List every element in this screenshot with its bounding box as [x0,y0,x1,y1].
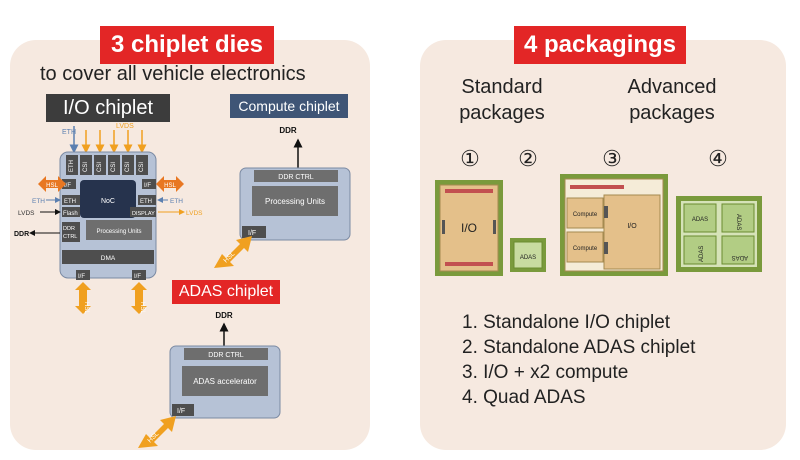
lane-csi-2: CSI [97,162,103,172]
pkg3-compute-top: Compute [573,212,598,218]
if-right-block: I/F [144,183,151,189]
lane-csi-3: CSI [111,162,117,172]
ext-lvds-right: LVDS [186,210,203,217]
pkg3-io: I/O [627,223,637,230]
adas-ddr: DDR [215,311,233,320]
if-bottom-right: I/F [134,274,141,280]
pkg3-compute-bottom: Compute [573,246,598,252]
standard-line-1: Standard [461,76,543,98]
advanced-line-1: Advanced [627,76,717,98]
display-block: DISPLAY [132,211,155,217]
packaging-list-item-3: 3. I/O + x2 compute [462,362,629,383]
pkg-number-1: ① [460,146,480,171]
hsl-left-arrow: HSL [46,183,58,189]
chiplet-dies-subtitle: to cover all vehicle electronics [40,63,306,85]
packagings-banner: 4 packagings [514,26,686,64]
package-2: ADAS [510,238,546,272]
package-1: I/O [435,180,503,276]
standard-packages-label: Standard packages [452,74,552,126]
compute-if: I/F [248,230,256,237]
pkg-number-2: ② [518,146,538,171]
flash-block: Flash [63,211,78,217]
pkg4-adas-bl: ADAS [699,246,705,262]
lane-csi-1: CSI [83,162,89,172]
pkg1-io-label: I/O [461,221,477,235]
ext-lvds-left: LVDS [18,210,35,217]
ext-eth-right: ETH [170,198,183,205]
standard-line-2: packages [459,102,545,124]
adas-ddr-ctrl: DDR CTRL [208,352,243,359]
adas-chiplet-diagram: DDR DDR CTRL ADAS accelerator I/F HSL [138,311,281,448]
eth-right-block: ETH [140,199,152,205]
ddr-ctrl-block: DDR [63,226,75,232]
advanced-packages-label: Advanced packages [612,74,732,126]
package-3: Compute Compute I/O [560,174,668,276]
compute-ddr: DDR [279,126,297,135]
lane-csi-4: CSI [125,162,131,172]
hsl-bottom-left: HSL [83,302,89,314]
eth-top-label: ETH [62,129,76,136]
lane-csi-5: CSI [139,162,145,172]
ext-eth-left: ETH [32,198,45,205]
hsl-right-arrow: HSL [164,183,176,189]
hsl-bottom-right: HSL [139,302,145,314]
chiplet-dies-banner: 3 chiplet dies [100,26,274,64]
io-processing-units: Processing Units [96,229,141,235]
advanced-line-2: packages [629,102,715,124]
lane-eth: ETH [69,160,75,172]
compute-chiplet-diagram: DDR DDR CTRL Processing Units I/F HSL [214,126,351,268]
pkg-number-4: ④ [708,146,728,171]
packaging-list: 1. Standalone I/O chiplet 2. Standalone … [462,310,695,410]
packaging-list-item-2: 2. Standalone ADAS chiplet [462,337,696,358]
io-chiplet-title: I/O chiplet [46,94,170,122]
adas-if: I/F [177,408,185,415]
adas-chiplet-title: ADAS chiplet [172,280,280,304]
pkg2-adas-label: ADAS [520,255,536,261]
package-numbers: ① ② ③ ④ [460,146,728,171]
package-4: ADAS ADAS ADAS ADAS [676,196,762,272]
ext-ddr-left: DDR [14,231,29,238]
io-chiplet-diagram: ETH LVDS ETH CSI CSI CSI CSI CSI NoC I/F… [14,123,203,314]
compute-ddr-ctrl: DDR CTRL [278,174,313,181]
packaging-list-item-1: 1. Standalone I/O chiplet [462,312,671,333]
lvds-top-label: LVDS [116,123,134,130]
pkg4-adas-br: ADAS [732,254,748,260]
compute-chiplet-title: Compute chiplet [230,94,348,118]
pkg-number-3: ③ [602,146,622,171]
pkg4-adas-tr: ADAS [735,214,741,230]
adas-accelerator: ADAS accelerator [193,377,257,386]
dma-block: DMA [101,255,116,262]
noc-block: NoC [101,198,115,205]
if-bottom-left: I/F [78,274,85,280]
packaging-list-item-4: 4. Quad ADAS [462,387,586,408]
pkg4-adas-tl: ADAS [692,217,708,223]
compute-processing-units: Processing Units [265,197,325,206]
eth-left-block: ETH [64,199,76,205]
if-left-block: I/F [64,183,71,189]
ddr-ctrl-block-2: CTRL [63,234,77,240]
